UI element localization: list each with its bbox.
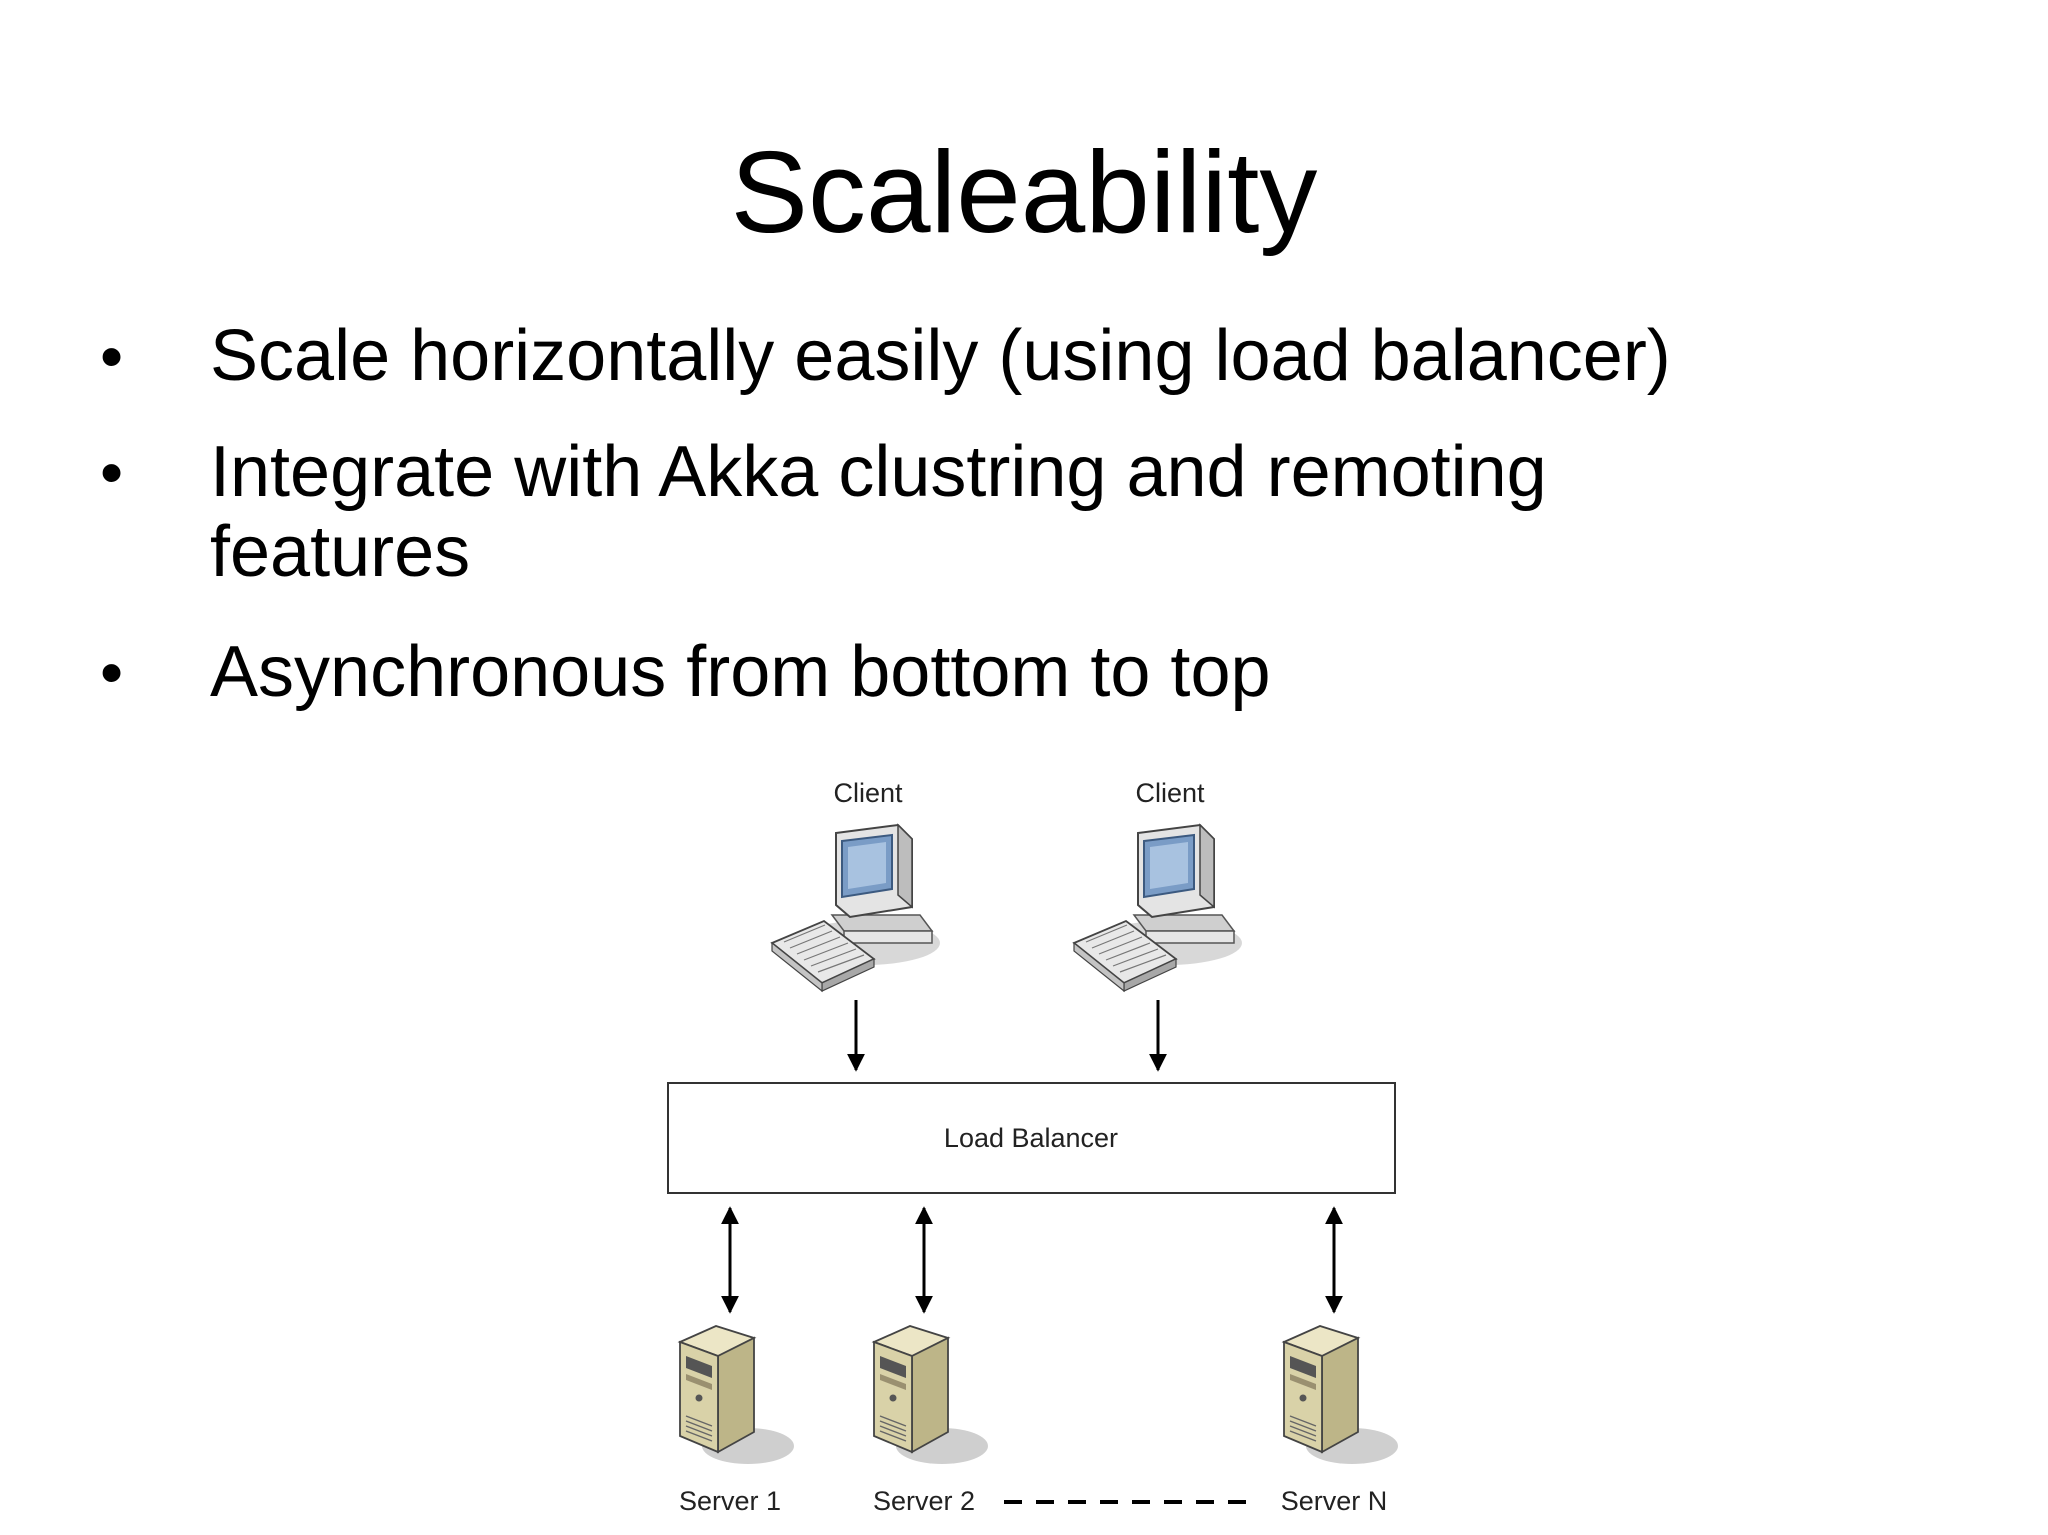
server-tower-icon bbox=[1283, 1325, 1399, 1465]
desktop-computer-icon bbox=[1073, 824, 1243, 992]
bullet-text-line: Scale horizontally easily (using load ba… bbox=[210, 316, 1671, 396]
client-label: Client bbox=[1135, 778, 1205, 808]
server-label: Server N bbox=[1281, 1486, 1388, 1516]
server-tower-icon bbox=[679, 1325, 795, 1465]
desktop-computer-icon bbox=[771, 824, 941, 992]
bullet-text-line: Asynchronous from bottom to top bbox=[210, 632, 1271, 712]
server-label: Server 1 bbox=[679, 1486, 781, 1516]
bullet-text-line: features bbox=[210, 512, 471, 592]
bullet-marker: • bbox=[100, 635, 124, 709]
bullet-list: • Scale horizontally easily (using load … bbox=[0, 0, 2048, 760]
load-balancer-label: Load Balancer bbox=[944, 1123, 1118, 1153]
slide-title: Scaleability bbox=[730, 127, 1318, 257]
server-tower-icon bbox=[873, 1325, 989, 1465]
server-label: Server 2 bbox=[873, 1486, 975, 1516]
bullet-marker: • bbox=[100, 319, 124, 393]
client-label: Client bbox=[833, 778, 903, 808]
bullet-text-line: Integrate with Akka clustring and remoti… bbox=[210, 432, 1547, 512]
bullet-marker: • bbox=[100, 435, 124, 509]
load-balancer-box bbox=[667, 1082, 1396, 1194]
